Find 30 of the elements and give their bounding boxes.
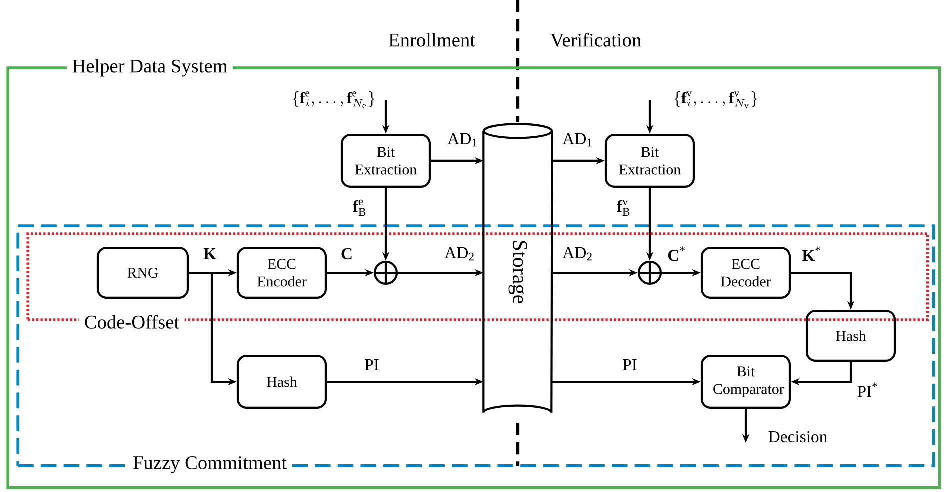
- process-box: RNG: [96, 246, 190, 300]
- input-label: $\{\mathbf{f}_i^{\mathrm{e}},\ldots,\mathbf{f}_{N_{\mathrm{e}}}^{\mathrm{e}}\}$: [293, 91, 375, 109]
- process-box: ECC Decoder: [700, 246, 792, 300]
- edge-label: PI$^{*}$: [858, 382, 878, 398]
- edge-label: $\mathbf{f}_{\mathrm{B}}^{\mathrm{e}}$: [353, 200, 366, 216]
- edge-label: AD$_{1}$: [448, 133, 477, 147]
- process-box: Hash: [806, 310, 896, 362]
- process-box: Bit Extraction: [340, 134, 432, 188]
- process-box: ECC Encoder: [236, 246, 328, 300]
- phase-label: Enrollment: [389, 33, 476, 47]
- edge-label: $\mathbf{f}_{\mathrm{B}}^{\mathrm{v}}$: [617, 200, 630, 216]
- edge-label: C$^{*}$: [668, 246, 685, 262]
- phase-label: Verification: [550, 33, 642, 47]
- edge-label: PI: [623, 360, 637, 370]
- edge-label: C: [342, 248, 352, 260]
- input-label: $\{\mathbf{f}_i^{\mathrm{v}},\ldots,\mathbf{f}_{N_{\mathrm{v}}}^{\mathrm{v}}\}$: [674, 91, 758, 109]
- process-box: Hash: [236, 354, 328, 410]
- edge-label: AD$_{1}$: [562, 133, 592, 147]
- process-box: Bit Comparator: [700, 354, 792, 410]
- edge-label: K: [204, 248, 216, 260]
- edge-label: AD$_{2}$: [562, 247, 592, 261]
- node-label: Storage: [508, 241, 528, 304]
- edge-label: Decision: [768, 431, 828, 443]
- edge-label: AD$_{2}$: [444, 247, 474, 261]
- edge-label: K$^{*}$: [802, 246, 820, 262]
- xor-symbol: [372, 260, 400, 286]
- process-box: Bit Extraction: [604, 134, 696, 188]
- xor-symbol: [636, 260, 664, 286]
- edge-label: PI: [365, 360, 379, 370]
- storage-cylinder: Storage: [482, 123, 554, 414]
